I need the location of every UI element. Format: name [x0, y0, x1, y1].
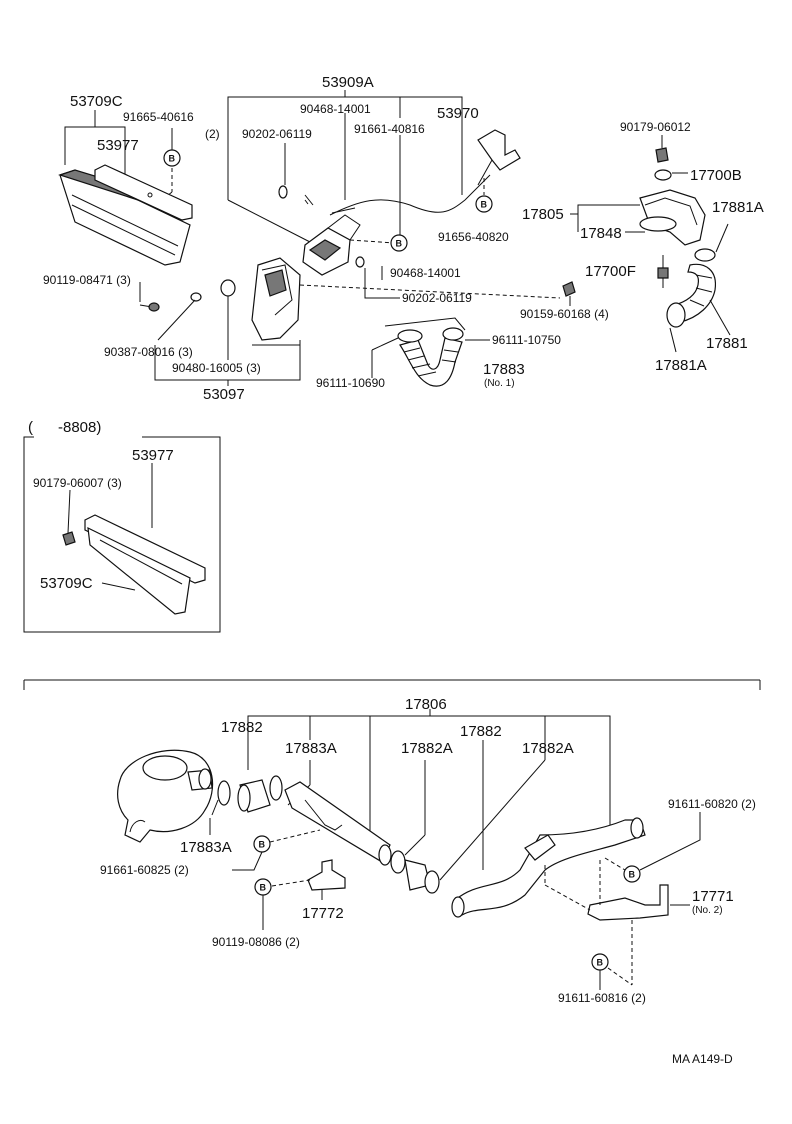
label-53970: 53970 [437, 105, 479, 122]
bolt-marker-label: B [597, 958, 604, 968]
bolt-marker-2: B [390, 234, 408, 252]
label-17848: 17848 [580, 225, 622, 242]
label-17882-b: 17882 [460, 723, 502, 740]
label-17805: 17805 [522, 206, 564, 223]
bolt-marker-label: B [629, 870, 636, 880]
assembly-17806 [117, 709, 690, 986]
label-96111-10750: 96111-10750 [492, 333, 561, 347]
label-91611-60816: 91611-60816 (2) [558, 991, 646, 1005]
label-91656-40820: 91656-40820 [438, 230, 509, 244]
label-90179-06007: 90179-06007 (3) [33, 476, 122, 490]
label-17883: 17883 [483, 361, 525, 378]
assembly-53709C-top [58, 110, 193, 266]
assembly-53909A [227, 90, 521, 280]
label-17700B: 17700B [690, 167, 742, 184]
label-17771: 17771 [692, 888, 734, 905]
label-17806: 17806 [405, 696, 447, 713]
label-90387-08016: 90387-08016 (3) [104, 345, 193, 359]
bolt-90159 [562, 281, 576, 306]
bolt-marker-7: B [591, 953, 609, 971]
bracket-53977-variant-part [84, 514, 206, 584]
label-90202-top: 90202-06119 [242, 127, 312, 141]
bracket-17772-part [307, 859, 346, 891]
label-53709C-box: 53709C [40, 575, 93, 592]
label-90119-08086: 90119-08086 (2) [212, 935, 300, 949]
label-17882-a: 17882 [221, 719, 263, 736]
label-91611-60820: 91611-60820 (2) [668, 797, 756, 811]
label-91661-60825: 91661-60825 (2) [100, 863, 189, 877]
label-91665-qty: (2) [205, 127, 220, 141]
bolt-marker-3: B [475, 195, 493, 213]
bolt-marker-5: B [254, 878, 272, 896]
label-90119-08471: 90119-08471 (3) [43, 273, 131, 287]
label-53709C-top: 53709C [70, 93, 123, 110]
label-17883A-a: 17883A [285, 740, 337, 757]
diagram-reference: MA A149-D [672, 1052, 733, 1066]
bolt-marker-label: B [260, 883, 267, 893]
label-17881: 17881 [706, 335, 748, 352]
label-90480-16005: 90480-16005 (3) [172, 361, 261, 375]
label-17700F: 17700F [585, 263, 636, 280]
label-90159-60168: 90159-60168 (4) [520, 307, 609, 321]
bracket-53977-part [94, 164, 193, 221]
label-90468-mid: 90468-14001 [390, 266, 461, 280]
label-17771-no: (No. 2) [692, 905, 723, 916]
label-53097: 53097 [203, 386, 245, 403]
label-8808: ( -8808) [28, 419, 101, 436]
duct-53097 [139, 257, 561, 386]
label-17882A-b: 17882A [522, 740, 574, 757]
bolt-marker-1: B [163, 149, 181, 167]
cover-53709C-variant-part [87, 526, 191, 615]
assembly-17805 [570, 135, 731, 353]
bracket-17771-part [587, 884, 669, 921]
label-90468-top: 90468-14001 [300, 102, 371, 116]
label-17883-no: (No. 1) [484, 378, 515, 389]
label-53909A: 53909A [322, 74, 374, 91]
bolt-marker-label: B [481, 200, 488, 210]
label-17883A-b: 17883A [180, 839, 232, 856]
label-90179-06012: 90179-06012 [620, 120, 691, 134]
label-96111-10690: 96111-10690 [316, 376, 385, 390]
pipe-17806-part [284, 781, 391, 863]
label-91665-40616: 91665-40616 [123, 110, 194, 124]
label-53977-box: 53977 [132, 447, 174, 464]
duct-53097-part [251, 257, 301, 341]
label-90202-mid: 90202-06119 [402, 291, 472, 305]
hose-17883-part [399, 337, 463, 387]
variant-box-8808 [23, 436, 221, 633]
bolt-marker-4: B [253, 835, 271, 853]
bracket-53970-part [477, 129, 521, 171]
bolt-marker-label: B [396, 239, 403, 249]
label-53977-top: 53977 [97, 137, 139, 154]
bolt-marker-label: B [169, 154, 176, 164]
bolt-marker-label: B [259, 840, 266, 850]
label-17881A-bot: 17881A [655, 357, 707, 374]
label-17882A-a: 17882A [401, 740, 453, 757]
label-17881A-top: 17881A [712, 199, 764, 216]
label-17772: 17772 [302, 905, 344, 922]
hose-17883 [371, 317, 490, 387]
label-91661-40816: 91661-40816 [354, 122, 425, 136]
bolt-marker-6: B [623, 865, 641, 883]
